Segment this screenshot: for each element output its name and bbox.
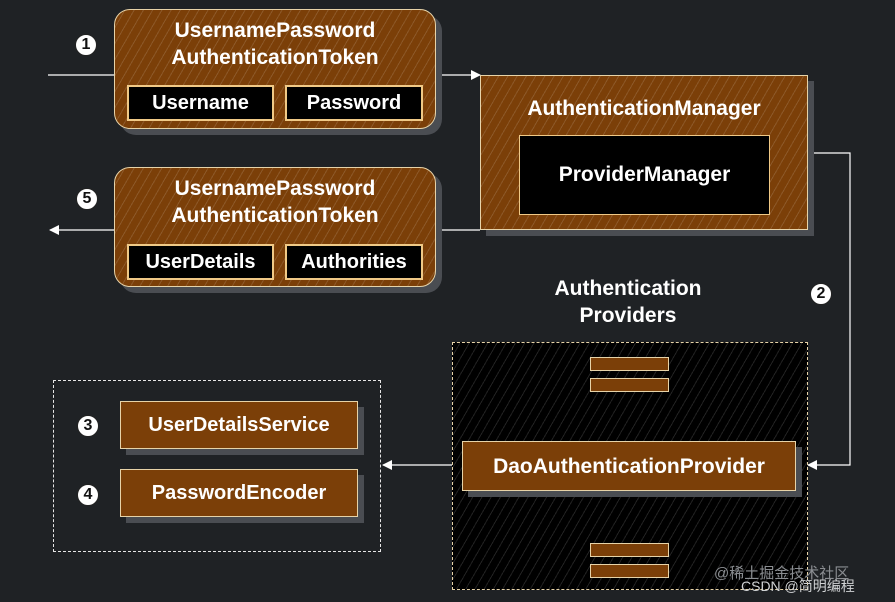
watermark-juejin: @稀土掘金技术社区 xyxy=(714,565,850,582)
provider-bar-top-2 xyxy=(590,378,669,392)
step-4-badge: 4 xyxy=(77,484,99,506)
step-3-badge: 3 xyxy=(77,415,99,437)
password-field: Password xyxy=(285,85,423,121)
user-details-field: UserDetails xyxy=(127,244,274,280)
input-token-title-line1: UsernamePassword xyxy=(174,19,376,42)
input-authentication-token: UsernamePassword AuthenticationToken Use… xyxy=(114,9,436,129)
dao-authentication-provider: DaoAuthenticationProvider xyxy=(462,441,796,491)
provider-bar-bottom-1 xyxy=(590,543,669,557)
output-authentication-token: UsernamePassword AuthenticationToken Use… xyxy=(114,167,436,287)
step-2-badge: 2 xyxy=(810,283,832,305)
input-token-title-line2: AuthenticationToken xyxy=(171,46,379,69)
authentication-manager: AuthenticationManager ProviderManager xyxy=(480,75,808,230)
dao-authentication-provider-label: DaoAuthenticationProvider xyxy=(493,455,765,478)
step-1-badge: 1 xyxy=(75,34,97,56)
output-token-title-line2: AuthenticationToken xyxy=(171,204,379,227)
provider-manager: ProviderManager xyxy=(519,135,770,215)
authentication-manager-title: AuthenticationManager xyxy=(527,97,761,120)
output-token-title-line1: UsernamePassword xyxy=(174,177,376,200)
password-encoder: PasswordEncoder xyxy=(120,469,358,517)
user-details-service: UserDetailsService xyxy=(120,401,358,449)
username-field: Username xyxy=(127,85,274,121)
provider-bar-top-1 xyxy=(590,357,669,371)
authorities-field: Authorities xyxy=(285,244,423,280)
step-5-badge: 5 xyxy=(76,188,98,210)
arrow-manager-to-provider xyxy=(807,152,851,470)
providers-label-line1: Authentication xyxy=(554,277,702,300)
provider-bar-bottom-2 xyxy=(590,564,669,578)
watermark-csdn: CSDN @简明编程 xyxy=(741,578,855,594)
providers-label-line2: Providers xyxy=(579,304,677,327)
services-container xyxy=(53,380,381,552)
